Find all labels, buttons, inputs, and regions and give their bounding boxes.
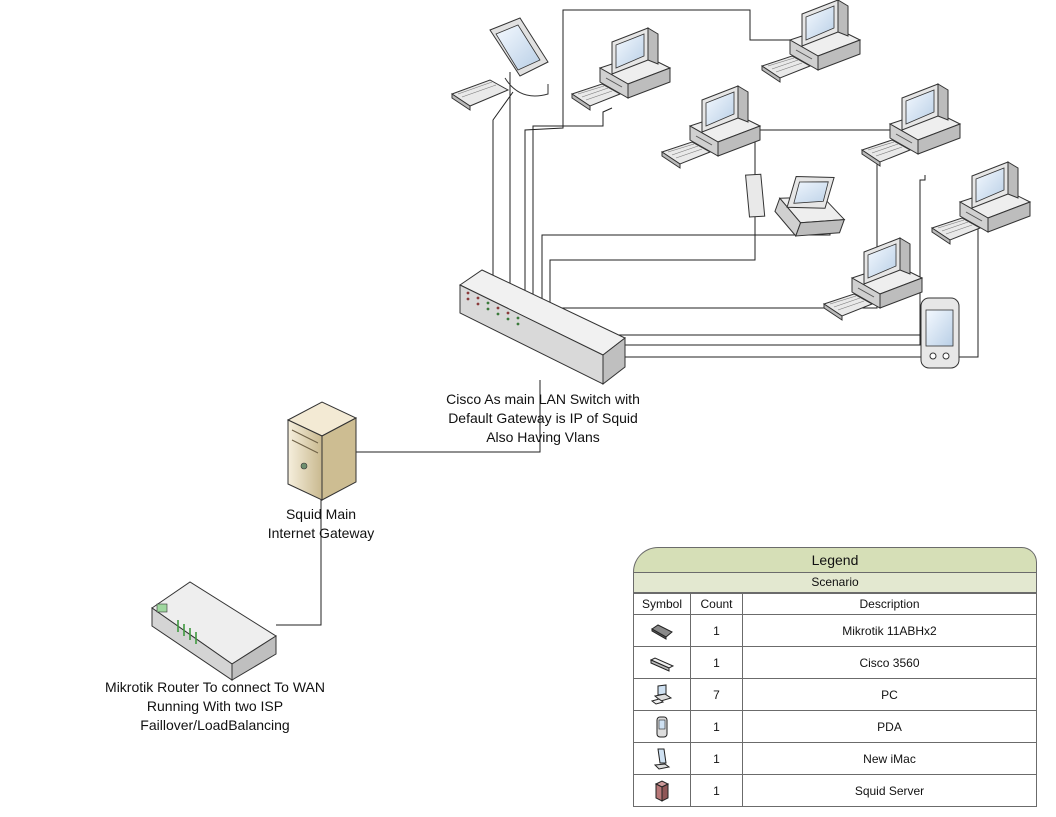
pda-icon — [633, 710, 691, 743]
pc-top-center — [571, 27, 671, 111]
legend-table: Symbol Count Description 1 Mikrotik 11AB… — [633, 593, 1037, 807]
legend-row: 7 PC — [633, 678, 1037, 711]
legend-row: 1 New iMac — [633, 742, 1037, 775]
imac-device — [450, 17, 549, 111]
legend-count: 1 — [690, 646, 743, 679]
legend-scenario: Scenario — [633, 572, 1037, 593]
router-label: Mikrotik Router To connect To WAN Runnin… — [105, 679, 325, 733]
legend-row: 1 Cisco 3560 — [633, 646, 1037, 679]
legend-count: 1 — [690, 614, 743, 647]
switch-label: Cisco As main LAN Switch with Default Ga… — [446, 391, 640, 445]
legend-description: Cisco 3560 — [742, 646, 1037, 679]
squid-label: Squid Main Internet Gateway — [267, 506, 375, 541]
legend-description: New iMac — [742, 742, 1037, 775]
imac-icon — [633, 742, 691, 775]
squid-server — [286, 401, 358, 501]
cisco-switch — [459, 269, 626, 386]
legend: Legend Scenario Symbol Count Description… — [633, 547, 1037, 810]
pc-top-right — [761, 0, 861, 83]
legend-count: 7 — [690, 678, 743, 711]
pc-center-angled — [745, 173, 846, 237]
legend-description: Mikrotik 11ABHx2 — [742, 614, 1037, 647]
mikrotik-router — [151, 581, 277, 681]
legend-count: 1 — [690, 710, 743, 743]
legend-description: Squid Server — [742, 774, 1037, 807]
legend-row: 1 Squid Server — [633, 774, 1037, 807]
legend-count: 1 — [690, 742, 743, 775]
pc-far-right — [931, 161, 1031, 245]
legend-col-count: Count — [690, 593, 743, 615]
pc-icon — [633, 678, 691, 711]
legend-header-row: Symbol Count Description — [633, 593, 1037, 615]
router-icon — [633, 614, 691, 647]
legend-count: 1 — [690, 774, 743, 807]
server-icon — [633, 774, 691, 807]
pc-middle-right — [861, 83, 961, 167]
switch-icon — [633, 646, 691, 679]
legend-description: PC — [742, 678, 1037, 711]
legend-col-symbol: Symbol — [633, 593, 691, 615]
legend-col-description: Description — [742, 593, 1037, 615]
legend-row: 1 PDA — [633, 710, 1037, 743]
pc-middle-left — [661, 85, 761, 169]
pda-device — [920, 297, 960, 369]
legend-row: 1 Mikrotik 11ABHx2 — [633, 614, 1037, 647]
legend-description: PDA — [742, 710, 1037, 743]
legend-title: Legend — [633, 547, 1037, 572]
